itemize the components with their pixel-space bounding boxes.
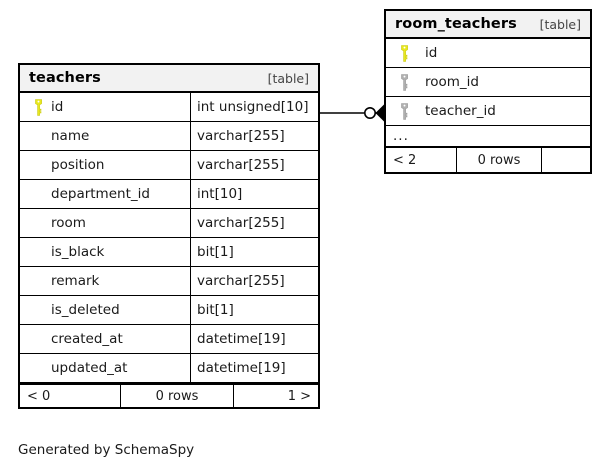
prev-page-button[interactable]: < 2 (393, 152, 417, 168)
column-name-cell: created_at (20, 325, 190, 353)
entity-room-teachers[interactable]: room_teachers [table] id (384, 9, 592, 174)
column-name-cell: is_black (20, 238, 190, 266)
table-row[interactable]: room varchar[255] (20, 209, 318, 238)
row-count-label: 0 rows (456, 148, 541, 172)
column-label: department_id (51, 186, 150, 202)
column-label: teacher_id (425, 103, 496, 119)
column-type-cell: int[10] (190, 180, 318, 208)
column-name-cell: department_id (20, 180, 190, 208)
foreign-key-icon (393, 73, 415, 91)
next-page-button[interactable]: 1 > (233, 385, 318, 407)
column-label: updated_at (51, 360, 128, 376)
column-type-cell: bit[1] (190, 238, 318, 266)
table-row[interactable]: is_deleted bit[1] (20, 296, 318, 325)
column-label: name (51, 128, 90, 144)
table-row[interactable]: room_id (386, 68, 590, 97)
column-type-cell: bit[1] (190, 296, 318, 324)
table-row[interactable]: position varchar[255] (20, 151, 318, 180)
row-count-label: 0 rows (120, 385, 233, 407)
column-label: remark (51, 273, 100, 289)
entity-teachers-title: teachers (29, 70, 101, 86)
column-type-cell: int unsigned[10] (190, 93, 318, 121)
foreign-key-icon (393, 102, 415, 120)
table-row[interactable]: remark varchar[255] (20, 267, 318, 296)
column-label: room_id (425, 74, 479, 90)
column-label: is_deleted (51, 302, 120, 318)
column-name-cell: remark (20, 267, 190, 295)
column-label: id (425, 45, 438, 61)
column-name-cell: name (20, 122, 190, 150)
column-name-cell: position (20, 151, 190, 179)
column-name-cell: updated_at (20, 354, 190, 382)
table-row[interactable]: department_id int[10] (20, 180, 318, 209)
column-name-cell: id (386, 39, 590, 67)
table-row[interactable]: is_black bit[1] (20, 238, 318, 267)
column-type-cell: varchar[255] (190, 267, 318, 295)
primary-key-icon (27, 98, 49, 116)
column-name-cell: room_id (386, 68, 590, 96)
column-name-cell: id (20, 93, 190, 121)
entity-teachers-header: teachers [table] (20, 65, 318, 93)
primary-key-icon (393, 44, 415, 62)
next-page-button[interactable] (541, 148, 590, 172)
table-row[interactable]: updated_at datetime[19] (20, 354, 318, 383)
entity-teachers[interactable]: teachers [table] id int unsigned[10] nam… (18, 63, 320, 409)
entity-teachers-footer: < 0 0 rows 1 > (20, 383, 318, 407)
generated-by-caption: Generated by SchemaSpy (18, 442, 195, 458)
table-row[interactable]: name varchar[255] (20, 122, 318, 151)
column-type-cell: varchar[255] (190, 209, 318, 237)
entity-room-teachers-title: room_teachers (395, 16, 517, 32)
prev-page-button[interactable]: < 0 (27, 388, 51, 404)
column-label: id (51, 99, 64, 115)
entity-room-teachers-footer: < 2 0 rows (386, 148, 590, 172)
entity-teachers-kind: [table] (267, 70, 309, 86)
column-name-cell: teacher_id (386, 97, 590, 125)
entity-room-teachers-header: room_teachers [table] (386, 11, 590, 39)
table-row[interactable]: id int unsigned[10] (20, 93, 318, 122)
column-type-cell: datetime[19] (190, 325, 318, 353)
table-row[interactable]: id (386, 39, 590, 68)
column-label: room (51, 215, 86, 231)
column-type-cell: varchar[255] (190, 122, 318, 150)
cardinality-zero-circle (363, 107, 376, 120)
column-type-cell: datetime[19] (190, 354, 318, 382)
column-name-cell: room (20, 209, 190, 237)
column-name-cell: is_deleted (20, 296, 190, 324)
column-type-cell: varchar[255] (190, 151, 318, 179)
column-label: is_black (51, 244, 105, 260)
table-row[interactable]: created_at datetime[19] (20, 325, 318, 354)
column-label: created_at (51, 331, 123, 347)
more-columns-indicator: ... (386, 126, 590, 148)
entity-room-teachers-kind: [table] (539, 16, 581, 32)
column-label: position (51, 157, 105, 173)
table-row[interactable]: teacher_id (386, 97, 590, 126)
